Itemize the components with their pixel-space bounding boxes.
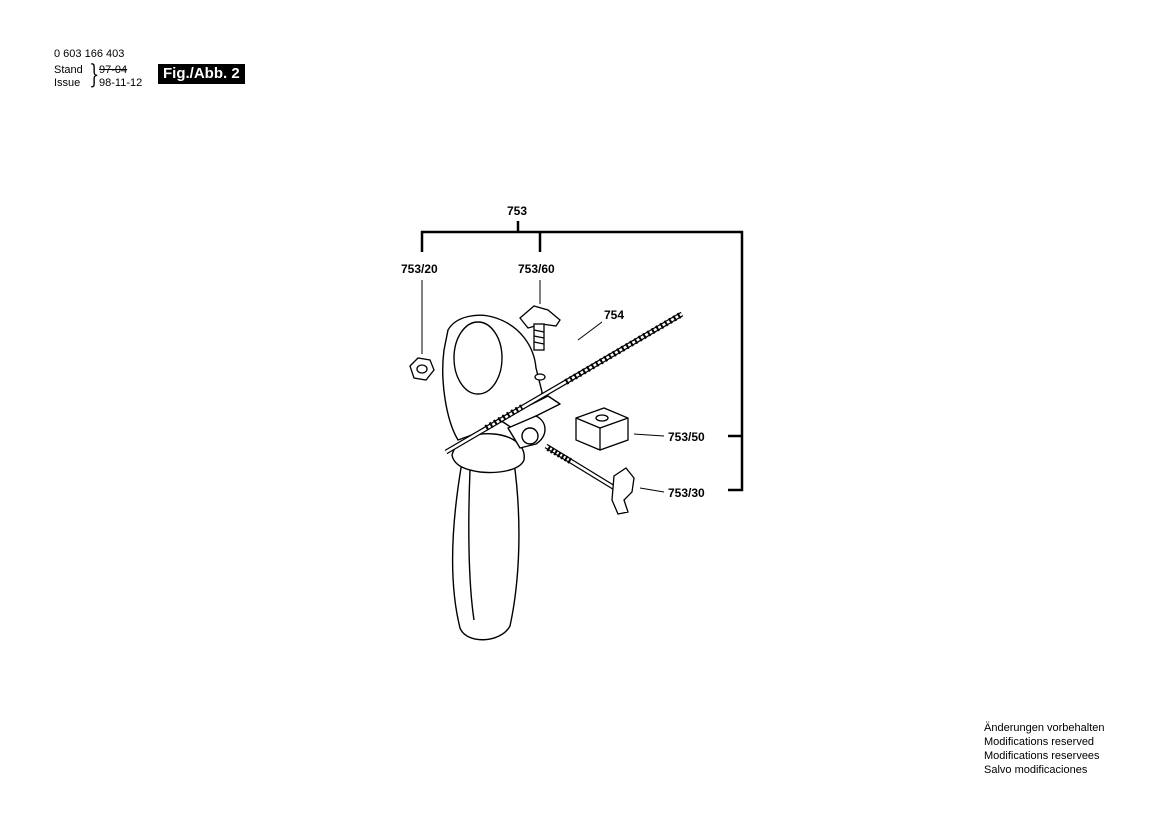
- figure-label: Fig./Abb. 2: [158, 64, 245, 84]
- issue-date: 98-11-12: [99, 77, 143, 89]
- callout-753: 753: [507, 204, 528, 218]
- note-english: Modifications reserved: [984, 736, 1095, 748]
- modification-notes: Änderungen vorbehalten Modifications res…: [984, 721, 1104, 777]
- callout-753-50: 753/50: [668, 430, 705, 444]
- leader-754: [577, 321, 603, 341]
- clamp-ring-bore: [453, 321, 503, 395]
- wing-head: [519, 305, 561, 329]
- auxiliary-handle: [442, 314, 561, 641]
- issue-label: Issue: [54, 77, 81, 89]
- callout-753-60: 753/60: [518, 262, 555, 276]
- depth-rod-754: [444, 311, 684, 455]
- wing-screw-753-60: [519, 305, 561, 381]
- leader-753-30: [639, 487, 665, 493]
- clamp-bolt-753-30: [544, 443, 635, 515]
- callout-753-30: 753/30: [668, 486, 705, 500]
- brace-icon: }: [89, 60, 100, 90]
- callout-754: 754: [604, 308, 625, 322]
- clamp-boss-hole: [521, 427, 539, 445]
- stand-date: 97-04: [99, 64, 128, 76]
- bracket-753-frame: [420, 230, 744, 492]
- note-german: Änderungen vorbehalten: [984, 722, 1105, 734]
- callout-753-20: 753/20: [401, 262, 438, 276]
- part-number: 0 603 166 403: [54, 48, 125, 60]
- grip: [451, 461, 520, 641]
- stand-label: Stand: [54, 64, 83, 76]
- clamp-bolt-knob: [611, 467, 635, 515]
- nut-753-20: [409, 357, 435, 381]
- leader-lines: [421, 280, 665, 493]
- note-spanish: Salvo modificaciones: [984, 764, 1088, 776]
- clamp-block-753-50: [575, 407, 629, 451]
- callout-brackets: [420, 221, 744, 492]
- note-french: Modifications reservees: [984, 750, 1100, 762]
- leader-753-50: [633, 433, 665, 437]
- wing-screw-hole: [534, 373, 546, 381]
